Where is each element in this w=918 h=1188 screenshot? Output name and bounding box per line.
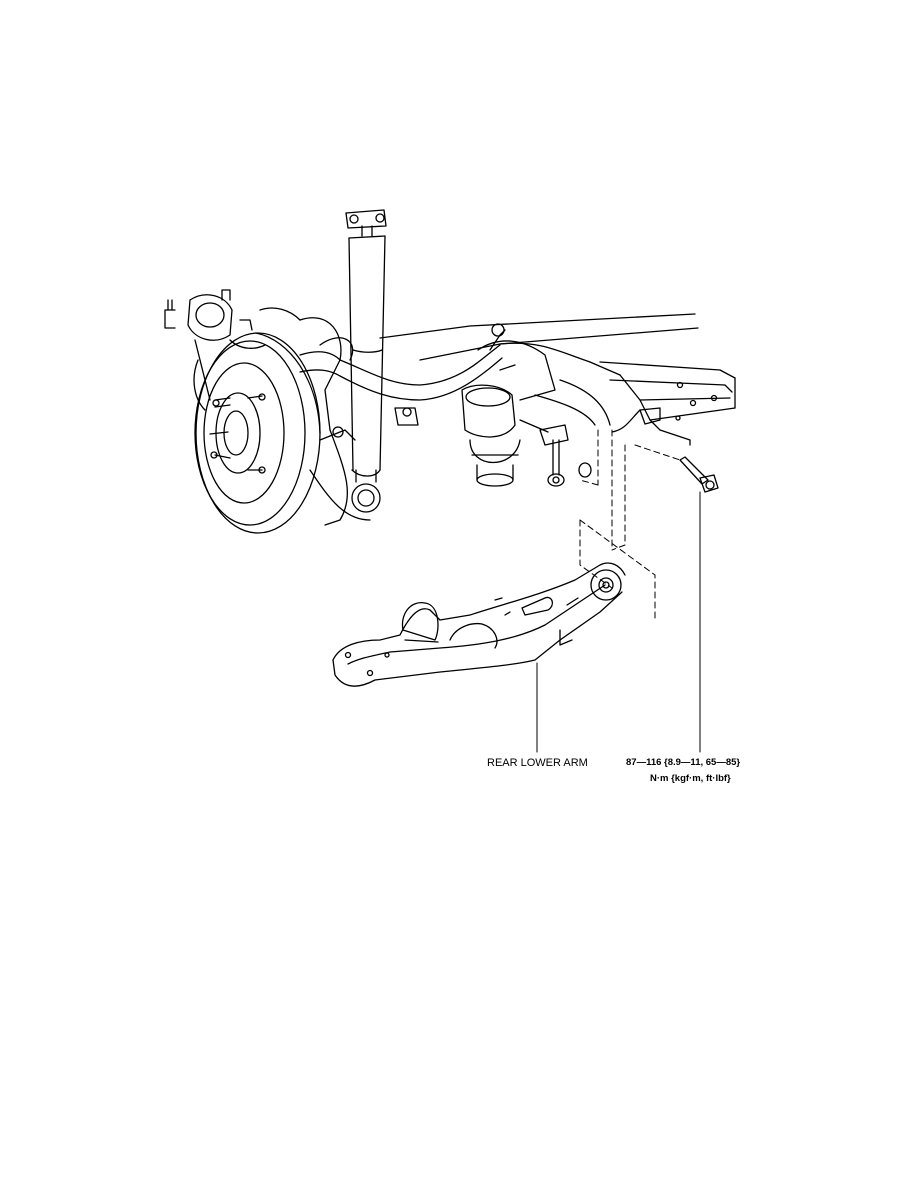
leader-lines <box>536 491 701 753</box>
alignment-lines <box>579 429 681 621</box>
rear-lower-arm <box>332 562 626 687</box>
brake-disc <box>194 332 321 534</box>
mounting-bolt <box>679 456 719 493</box>
rear-lower-arm-label: REAR LOWER ARM <box>487 757 588 769</box>
shock-absorber <box>345 209 387 513</box>
spring-seat-bushing <box>461 323 556 487</box>
rear-crossmember <box>379 313 736 446</box>
knuckle <box>259 307 371 526</box>
torque-units-label: N·m {kgf·m, ft·lbf} <box>650 773 731 784</box>
torque-spec-label: 87—116 {8.9—11, 65—85} <box>626 757 741 768</box>
wheel-studs <box>209 393 266 474</box>
stabilizer-link <box>539 424 592 487</box>
brake-caliper <box>164 289 266 411</box>
stabilizer-bar <box>299 344 503 426</box>
